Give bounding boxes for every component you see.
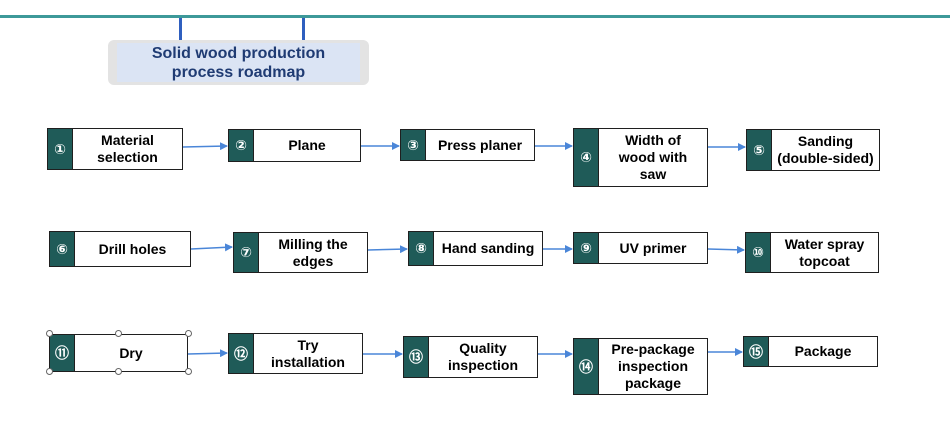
step-label-line: wood with bbox=[618, 149, 688, 165]
step-number: ⑪ bbox=[50, 335, 74, 371]
step-number: ③ bbox=[401, 130, 425, 160]
step-label-line: Try bbox=[297, 336, 319, 353]
step-label: Hand sanding bbox=[433, 232, 542, 265]
step-number: ④ bbox=[574, 129, 598, 186]
step-number: ⑬ bbox=[404, 337, 428, 377]
title-line-1: Solid wood production bbox=[151, 44, 326, 62]
step-label: Package bbox=[768, 337, 877, 366]
arrow-6-7 bbox=[190, 243, 233, 252]
arrow-11-12 bbox=[187, 349, 228, 358]
step-label: Sanding(double-sided) bbox=[771, 130, 879, 170]
selection-handle[interactable] bbox=[46, 330, 53, 337]
step-label-line: Dry bbox=[119, 344, 143, 361]
step-15[interactable]: ⑮ Package bbox=[743, 336, 878, 367]
step-label-line: selection bbox=[97, 149, 158, 165]
step-label-line: inspection bbox=[617, 358, 688, 374]
step-label-line: Hand sanding bbox=[441, 240, 535, 256]
step-number: ⑥ bbox=[50, 232, 74, 266]
step-label-line: package bbox=[624, 375, 682, 391]
step-9[interactable]: ⑨ UV primer bbox=[573, 232, 708, 264]
step-number: ⑭ bbox=[574, 339, 598, 394]
arrow-9-10 bbox=[707, 245, 745, 254]
step-label-line: installation bbox=[271, 353, 345, 370]
step-label-line: topcoat bbox=[799, 252, 850, 269]
step-label-line: Milling the bbox=[278, 235, 348, 252]
arrow-7-8 bbox=[367, 245, 408, 254]
selection-handle[interactable] bbox=[185, 330, 192, 337]
step-label-line: Water spray bbox=[784, 235, 865, 252]
step-label-line: Package bbox=[794, 343, 852, 359]
top-accent-line bbox=[0, 15, 950, 18]
step-number: ⑫ bbox=[229, 334, 253, 373]
step-label: Drill holes bbox=[74, 232, 190, 266]
roadmap-title-box: Solid wood production process roadmap bbox=[108, 40, 369, 85]
step-label-line: edges bbox=[292, 252, 334, 269]
step-label-line: UV primer bbox=[619, 239, 687, 256]
step-label: Dry bbox=[74, 335, 187, 371]
step-number: ② bbox=[229, 130, 253, 161]
step-number: ⑩ bbox=[746, 233, 770, 272]
step-label-line: Plane bbox=[288, 137, 326, 153]
step-number: ① bbox=[48, 129, 72, 169]
title-line-2: process roadmap bbox=[171, 63, 306, 81]
step-number: ⑦ bbox=[234, 233, 258, 272]
step-label: Plane bbox=[253, 130, 360, 161]
step-number: ⑤ bbox=[747, 130, 771, 170]
title-connector-left bbox=[179, 18, 182, 40]
step-3[interactable]: ③ Press planer bbox=[400, 129, 535, 161]
step-label-line: Quality bbox=[459, 340, 507, 356]
step-label: UV primer bbox=[598, 233, 707, 263]
selection-handle[interactable] bbox=[115, 368, 122, 375]
step-number: ⑧ bbox=[409, 232, 433, 265]
step-2[interactable]: ② Plane bbox=[228, 129, 361, 162]
title-connector-right bbox=[302, 18, 305, 40]
step-label-line: Drill holes bbox=[98, 240, 167, 257]
step-6[interactable]: ⑥ Drill holes bbox=[49, 231, 191, 267]
step-label-line: Material bbox=[101, 132, 154, 148]
step-11[interactable]: ⑪ Dry bbox=[49, 334, 188, 372]
step-label-line: inspection bbox=[447, 357, 518, 373]
step-label-line: Sanding bbox=[797, 133, 854, 149]
step-number: ⑮ bbox=[744, 337, 768, 366]
step-number: ⑨ bbox=[574, 233, 598, 263]
selection-handle[interactable] bbox=[46, 368, 53, 375]
step-label-line: Pre-package bbox=[611, 341, 695, 357]
step-8[interactable]: ⑧ Hand sanding bbox=[408, 231, 543, 266]
selection-handle[interactable] bbox=[115, 330, 122, 337]
selection-handle[interactable] bbox=[185, 368, 192, 375]
step-label-line: Width of bbox=[625, 132, 681, 148]
step-label: Press planer bbox=[425, 130, 534, 160]
step-label-line: saw bbox=[639, 166, 667, 182]
arrow-1-2 bbox=[182, 142, 228, 151]
roadmap-title: Solid wood production process roadmap bbox=[117, 43, 360, 82]
step-label-line: Press planer bbox=[437, 136, 523, 153]
step-label-line: (double-sided) bbox=[777, 150, 874, 166]
